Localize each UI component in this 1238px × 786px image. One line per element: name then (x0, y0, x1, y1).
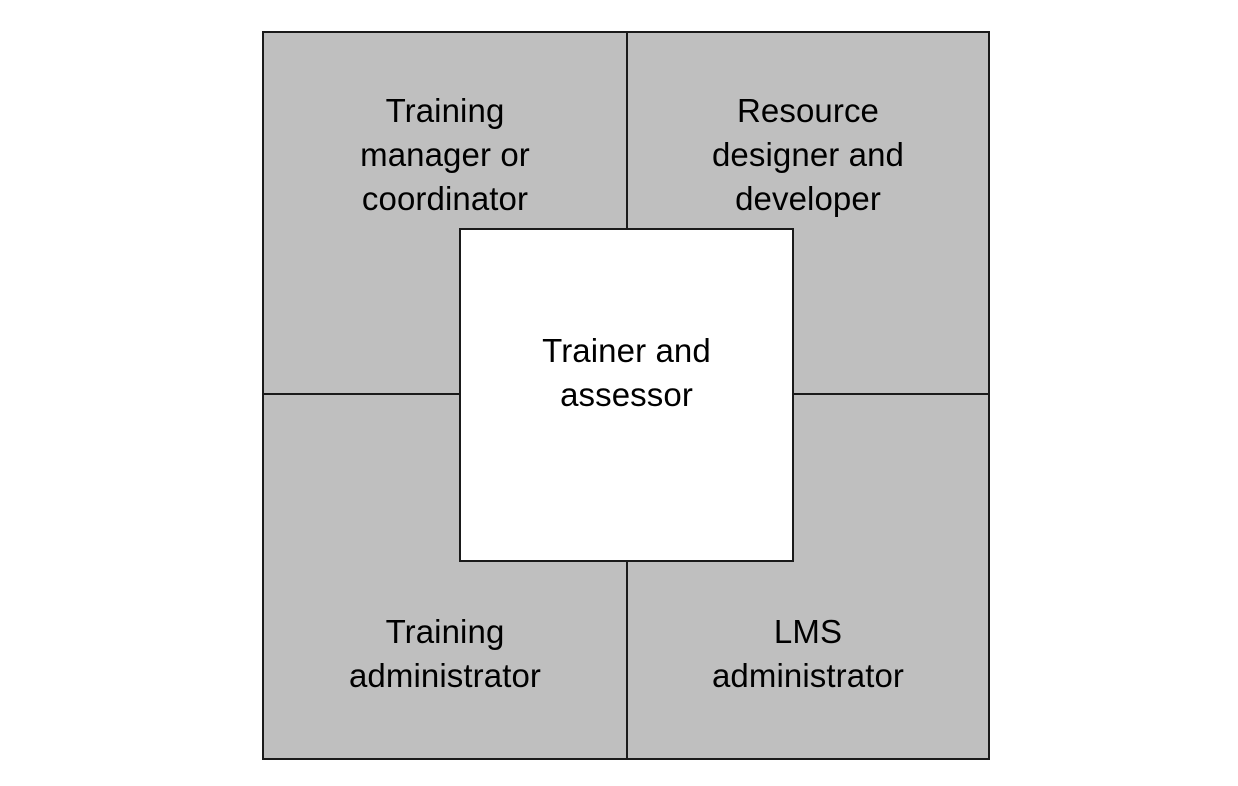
quadrant-resource-designer-and-developer[interactable]: Resource designer and developer (626, 31, 990, 395)
quadrant-label-top-left: Training manager or coordinator (360, 92, 530, 217)
quadrant-training-manager-or-coordinator[interactable]: Training manager or coordinator (262, 31, 628, 395)
quadrant-label-bottom-right: LMS administrator (711, 613, 905, 694)
quadrant-label-top-right: Resource designer and developer (711, 92, 904, 217)
quadrant-frame: Training manager or coordinator Resource… (262, 31, 990, 760)
center-box-label: Trainer and assessor (542, 332, 711, 413)
center-box-trainer-and-assessor[interactable]: Trainer and assessor (459, 228, 794, 562)
quadrant-label-bottom-left: Training administrator (348, 613, 542, 694)
